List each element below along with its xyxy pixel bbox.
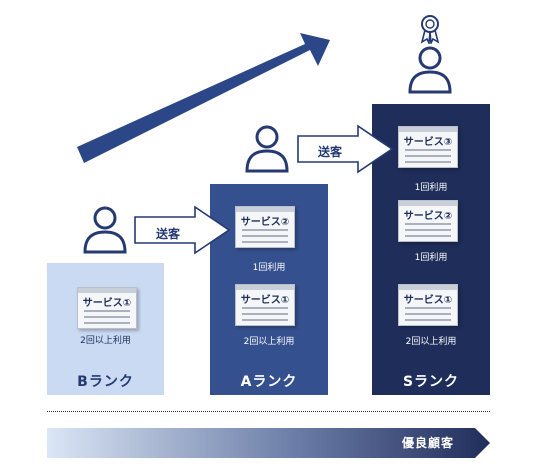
service-card: サービス② [235, 206, 295, 248]
gradient-arrow-icon [47, 428, 490, 458]
usage-text: 1回利用 [414, 253, 448, 263]
rank-label: Aランク [240, 374, 298, 390]
rank-label: Sランク [402, 374, 460, 390]
column-a-rank: サービス② 1回利用 サービス① 2回以上利用 Aランク [210, 184, 328, 395]
service-card-name: サービス① [240, 295, 290, 306]
service-card-name: サービス① [82, 298, 132, 309]
service-card: サービス② [398, 200, 458, 242]
usage-text: 2回以上利用 [243, 337, 295, 347]
service-card-name: サービス③ [403, 137, 453, 148]
service-card-name: サービス① [403, 295, 453, 306]
service-card: サービス③ [398, 126, 458, 168]
transfer-arrow-icon [297, 124, 394, 174]
transfer-label: 送客 [156, 227, 181, 241]
person-icon [83, 206, 127, 254]
person-icon [245, 125, 289, 173]
service-card-name: サービス② [240, 217, 290, 228]
transfer-label: 送客 [318, 145, 343, 159]
service-card: サービス① [398, 284, 458, 326]
column-s-rank: サービス③ 1回利用 サービス② 1回利用 サービス① 2回以上利用 Sランク [372, 104, 490, 395]
usage-text: 1回利用 [252, 263, 286, 273]
column-b-rank: サービス① 2回以上利用 Bランク [47, 263, 164, 395]
medal-icon [420, 15, 440, 44]
usage-text: 1回利用 [414, 183, 448, 193]
usage-text: 2回以上利用 [405, 337, 457, 347]
service-card: サービス① [235, 284, 295, 326]
service-card: サービス① [77, 287, 137, 329]
bottom-label: 優良顧客 [402, 436, 455, 450]
rank-label: Bランク [77, 374, 134, 390]
transfer-arrow-icon [134, 205, 231, 255]
person-icon [408, 46, 452, 94]
divider [47, 411, 490, 412]
service-card-name: サービス② [403, 211, 453, 222]
usage-text: 2回以上利用 [80, 336, 131, 346]
